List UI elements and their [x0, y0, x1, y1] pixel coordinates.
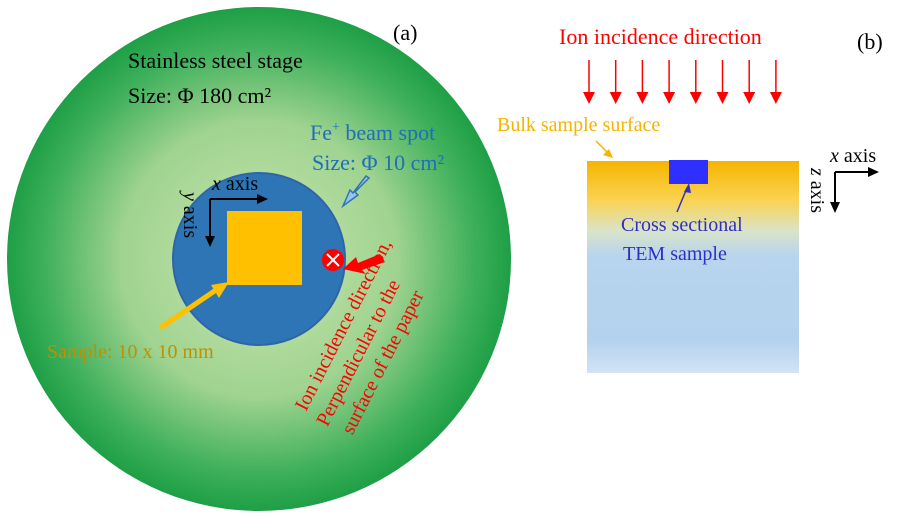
beam-size: Size: Φ 10 cm² — [312, 150, 444, 175]
beam-title-superscript: + — [332, 120, 340, 135]
sample-pointer-line — [158, 287, 218, 331]
ion-arrow-head — [636, 92, 649, 104]
sample-pointer-head — [211, 282, 229, 298]
ion-arrow-head — [689, 92, 702, 104]
stage-size: Size: Φ 180 cm² — [128, 83, 271, 108]
stage-title: Stainless steel stage — [128, 48, 303, 73]
panel-a-label: (a) — [393, 20, 417, 45]
tem-label-line-2: TEM sample — [623, 243, 727, 265]
y-axis-label-a: y axis — [179, 190, 201, 238]
ion-arrow-head — [663, 92, 676, 104]
sample-label: Sample: 10 x 10 mm — [47, 341, 214, 363]
ion-arrow-group — [583, 60, 782, 104]
xy-axes-arrows — [205, 194, 268, 247]
surface-pointer-head — [603, 149, 613, 158]
x-axis-label-b: x axis — [829, 145, 876, 167]
beam-title: Fe+ beam spot — [310, 120, 435, 145]
ion-arrow-head — [769, 92, 782, 104]
ion-arrow-head — [716, 92, 729, 104]
x-axis-label-a: x axis — [211, 173, 258, 195]
ion-pointer-arrow — [343, 254, 385, 274]
sample-square — [227, 211, 302, 285]
panel-b-label: (b) — [857, 29, 883, 54]
panel-b: (b) Ion incidence direction Bulk sample … — [497, 24, 883, 373]
ion-arrow-head — [583, 92, 595, 104]
tem-label-line-1: Cross sectional — [621, 214, 743, 236]
panel-a: (a) Stainless steel stage Size: Φ 180 cm… — [7, 7, 511, 511]
tem-sample-block — [669, 160, 708, 184]
ion-arrow-head — [743, 92, 756, 104]
xz-axes-arrows — [830, 167, 879, 213]
ion-direction-title: Ion incidence direction — [559, 24, 762, 49]
beam-pointer-arrow — [341, 174, 371, 209]
tem-pointer-head — [684, 183, 691, 193]
bulk-sample — [587, 161, 799, 373]
ion-incidence-cross-icon — [326, 253, 340, 267]
bulk-surface-label: Bulk sample surface — [497, 114, 660, 136]
ion-arrow-head — [609, 92, 622, 104]
z-axis-label-b: z axis — [806, 167, 828, 213]
